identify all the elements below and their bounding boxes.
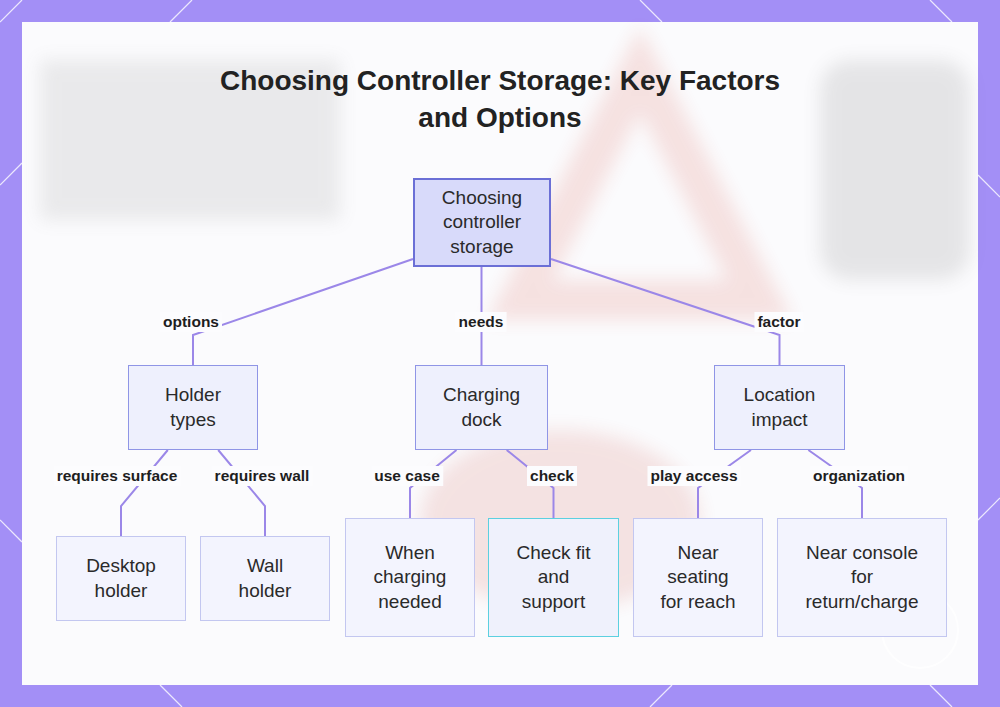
connector-line [121, 450, 168, 536]
edge-label: requires wall [212, 466, 313, 486]
diagram-title: Choosing Controller Storage: Key Factors… [200, 62, 800, 136]
process-box: Desktop holder [56, 536, 186, 621]
edge-label: requires surface [54, 466, 181, 486]
corner-line [930, 0, 952, 22]
corner-line [978, 175, 1000, 197]
connector-line [193, 259, 413, 365]
edge-label: use case [371, 466, 443, 486]
process-box: Check fit and support [488, 518, 619, 637]
node-text: Desktop holder [77, 554, 165, 603]
edge-label: play access [647, 466, 740, 486]
edge-label: check [527, 466, 577, 486]
node-text: Charging dock [436, 383, 527, 432]
corner-line [930, 685, 952, 707]
process-box: Charging dock [415, 365, 548, 450]
process-box: Choosing controller storage [413, 178, 551, 267]
process-box: Near console for return/charge [777, 518, 947, 637]
node-text: Check fit and support [509, 541, 598, 615]
corner-line [170, 0, 192, 22]
photo-blob [820, 60, 970, 280]
process-box: Near seating for reach [633, 518, 763, 637]
process-box: Holder types [128, 365, 258, 450]
edge-label: organization [810, 466, 908, 486]
corner-line [0, 520, 22, 542]
node-text: Location impact [735, 383, 824, 432]
corner-line [160, 685, 182, 707]
node-text: Holder types [149, 383, 237, 432]
edge-label: options [160, 312, 222, 332]
node-text: When charging needed [366, 541, 454, 615]
node-text: Wall holder [221, 554, 309, 603]
process-box: Wall holder [200, 536, 330, 621]
node-text: Choosing controller storage [427, 186, 537, 260]
connector-line [551, 259, 780, 365]
corner-line [650, 685, 672, 707]
edge-label: needs [456, 312, 507, 332]
process-box: When charging needed [345, 518, 475, 637]
node-text: Near console for return/charge [795, 541, 929, 615]
corner-line [0, 0, 22, 22]
corner-line [978, 498, 1000, 520]
node-text: Near seating for reach [654, 541, 742, 615]
process-box: Location impact [714, 365, 845, 450]
corner-line [0, 163, 22, 185]
edge-label: factor [754, 312, 803, 332]
connector-line [218, 450, 265, 536]
corner-line [640, 0, 662, 22]
panel [22, 22, 978, 685]
